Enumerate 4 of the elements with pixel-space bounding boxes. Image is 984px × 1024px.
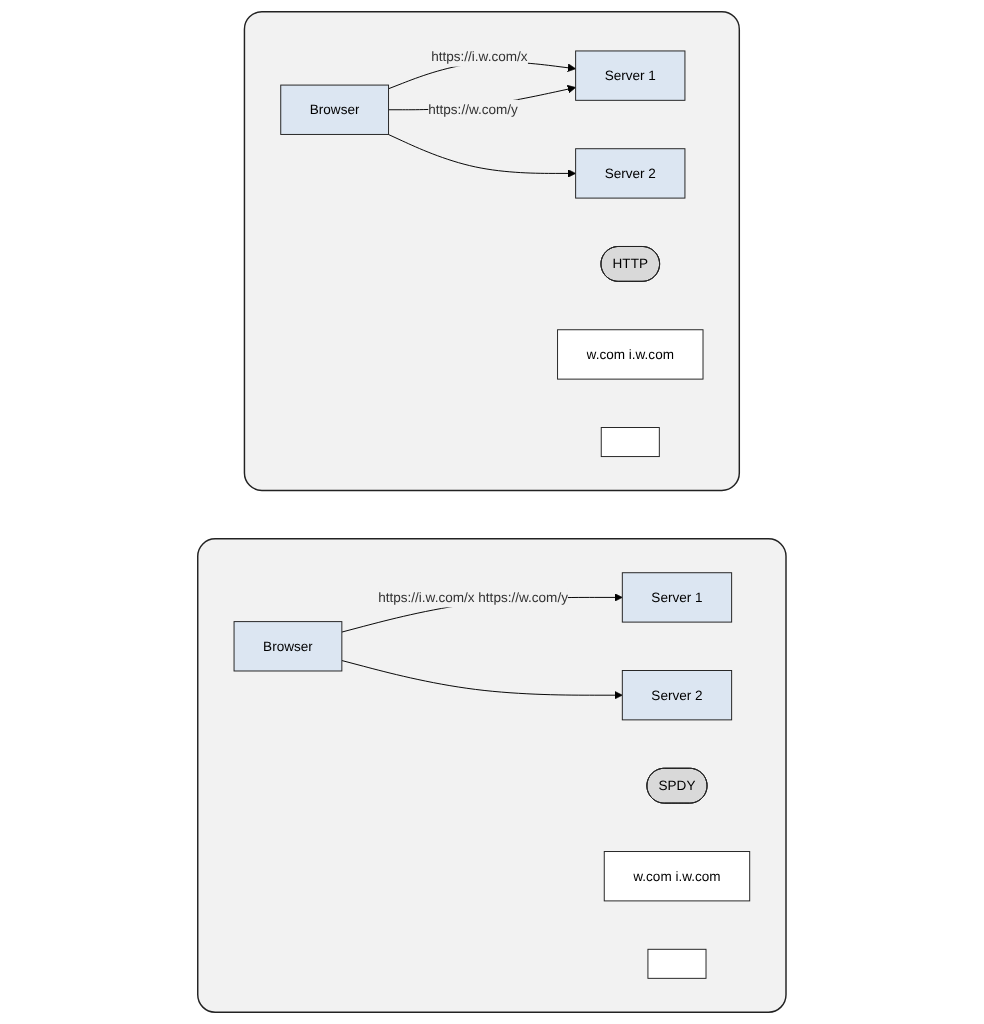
cluster: [243, 11, 741, 492]
node-box: [600, 427, 660, 458]
node-box: [647, 948, 707, 979]
cluster: [197, 538, 787, 1013]
